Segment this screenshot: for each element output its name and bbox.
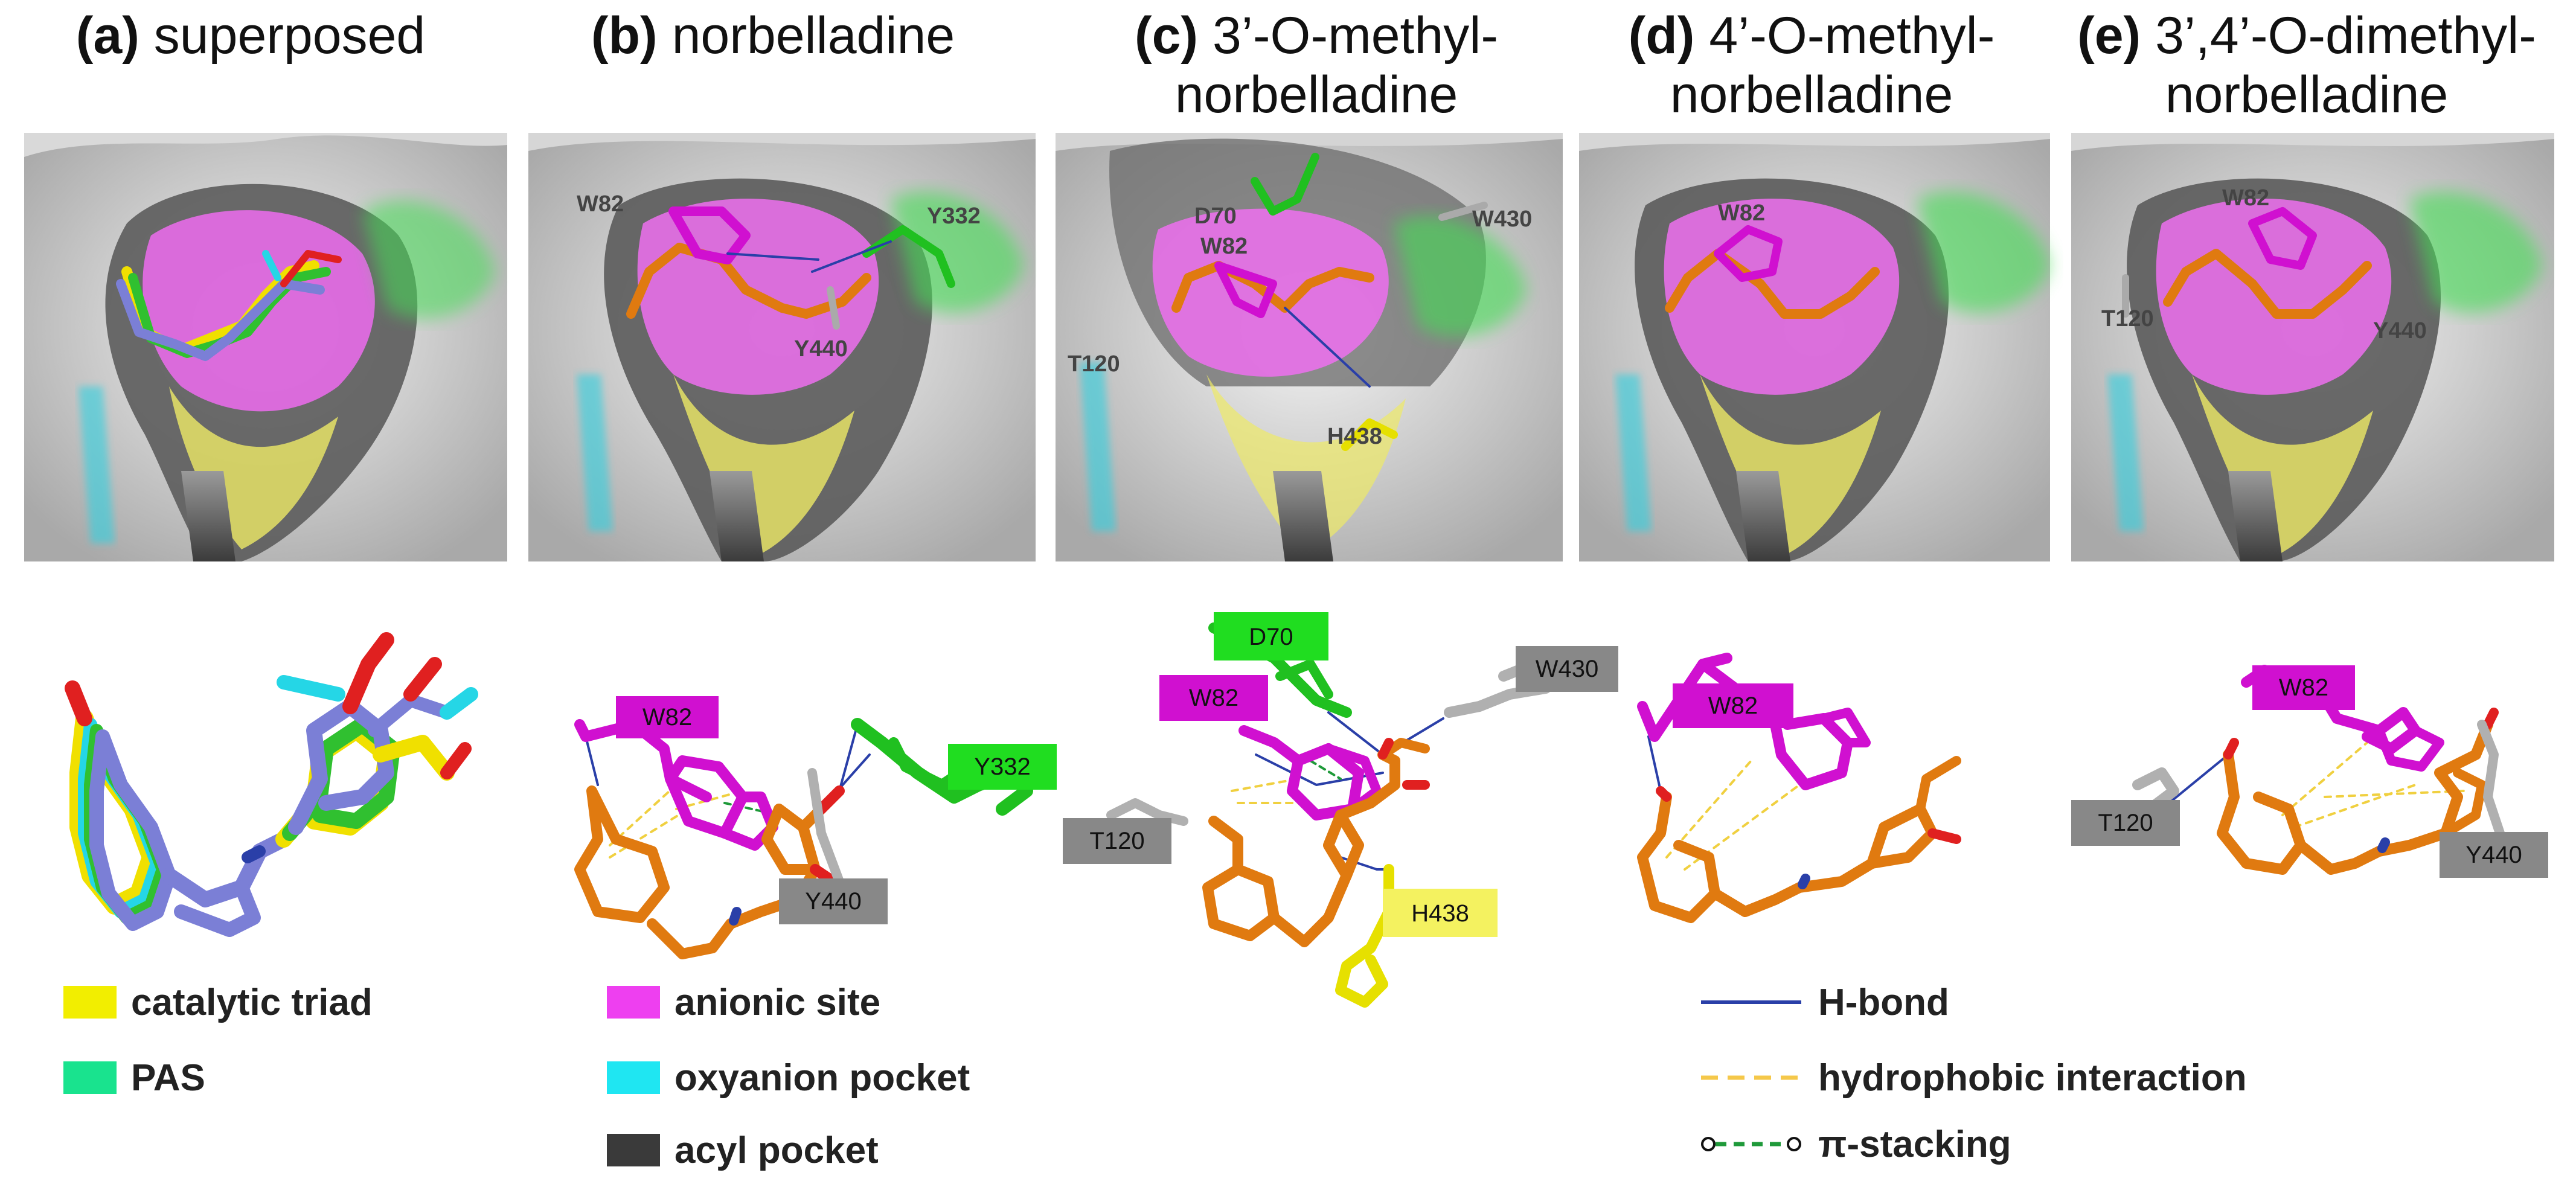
surface-label: Y332 bbox=[927, 203, 981, 229]
legend-swatch bbox=[607, 1134, 660, 1166]
legend-item-anionic-site: anionic site bbox=[607, 981, 880, 1023]
surface-label: W430 bbox=[1472, 206, 1532, 232]
legend-label: H-bond bbox=[1818, 981, 1949, 1023]
pi-stacking-line-icon bbox=[1701, 1137, 1801, 1151]
legend-item-h-bond: H-bond bbox=[1700, 981, 1949, 1023]
panel-title-a: (a) superposed bbox=[75, 7, 426, 65]
legend-item-oxyanion-pocket: oxyanion pocket bbox=[607, 1057, 970, 1099]
surface-panel-b: W82 Y332 Y440 bbox=[528, 133, 1036, 561]
residue-label: D70 bbox=[1249, 624, 1293, 650]
legend-item-pi-stacking: π-stacking bbox=[1700, 1123, 2011, 1165]
legend-swatch bbox=[63, 986, 117, 1019]
legend-item-acyl-pocket: acyl pocket bbox=[607, 1129, 879, 1171]
residue-label: W430 bbox=[1536, 656, 1599, 682]
residue-label: W82 bbox=[1189, 685, 1238, 711]
legend-item-catalytic-triad: catalytic triad bbox=[63, 981, 373, 1023]
surface-label: W82 bbox=[2222, 185, 2269, 211]
residue-labels-d: W82 bbox=[1673, 683, 1793, 728]
surface-label: W82 bbox=[577, 191, 624, 217]
surface-label: T120 bbox=[1068, 351, 1120, 377]
legend-label: anionic site bbox=[674, 981, 881, 1023]
legend-label: oxyanion pocket bbox=[674, 1057, 970, 1099]
legend-swatch bbox=[607, 1061, 660, 1094]
hydrophobic-line-icon bbox=[1701, 1075, 1801, 1080]
residue-label: W82 bbox=[2279, 674, 2328, 701]
residue-label: Y332 bbox=[974, 753, 1030, 780]
surface-label: Y440 bbox=[2373, 318, 2427, 344]
legend-item-hydrophobic: hydrophobic interaction bbox=[1700, 1057, 2247, 1099]
ligand-sticks-a bbox=[65, 632, 478, 937]
residue-labels-b: W82 Y332 Y440 bbox=[616, 696, 1057, 924]
residue-label: W82 bbox=[1708, 692, 1758, 719]
legend-swatch bbox=[607, 986, 660, 1019]
legend-label: hydrophobic interaction bbox=[1818, 1057, 2247, 1099]
surface-label: W82 bbox=[1200, 234, 1248, 259]
legend-label: PAS bbox=[131, 1057, 205, 1099]
surface-panel-e: W82 T120 Y440 bbox=[2071, 133, 2554, 561]
residue-labels-c: D70 W430 W82 T120 H438 bbox=[1063, 612, 1618, 937]
surface-label: Y440 bbox=[794, 336, 848, 362]
residue-labels-e: W82 T120 Y440 bbox=[2071, 665, 2548, 878]
surface-label: T120 bbox=[2101, 306, 2154, 331]
legend-label: π-stacking bbox=[1818, 1123, 2011, 1165]
ligand-sticks-e bbox=[2132, 665, 2505, 875]
legend-swatch bbox=[63, 1061, 117, 1094]
surface-label: W82 bbox=[1718, 200, 1765, 226]
surface-label: D70 bbox=[1194, 203, 1237, 229]
surface-panel-a bbox=[24, 133, 507, 561]
legend-label: catalytic triad bbox=[131, 981, 373, 1023]
residue-label: T120 bbox=[1089, 828, 1144, 854]
panel-title-e: (e) 3’,4’-O-dimethyl- norbelladine bbox=[2077, 7, 2536, 124]
surface-panel-c: D70 W430 W82 T120 H438 bbox=[1056, 133, 1563, 561]
panel-title-b: (b) norbelladine bbox=[591, 7, 955, 65]
panel-title-d: (d) 4’-O-methyl- norbelladine bbox=[1628, 7, 1995, 124]
residue-label: Y440 bbox=[2465, 842, 2522, 868]
surface-label: H438 bbox=[1327, 424, 1382, 449]
residue-label: T120 bbox=[2098, 810, 2153, 836]
legend-label: acyl pocket bbox=[674, 1129, 879, 1171]
residue-label: Y440 bbox=[805, 888, 861, 915]
residue-label: W82 bbox=[642, 704, 692, 731]
panel-title-c: (c) 3’-O-methyl- norbelladine bbox=[1134, 7, 1499, 124]
legend-item-pas: PAS bbox=[63, 1057, 205, 1099]
residue-label: H438 bbox=[1411, 900, 1469, 927]
h-bond-line-icon bbox=[1701, 1000, 1801, 1004]
surface-panel-d: W82 bbox=[1579, 133, 2050, 561]
